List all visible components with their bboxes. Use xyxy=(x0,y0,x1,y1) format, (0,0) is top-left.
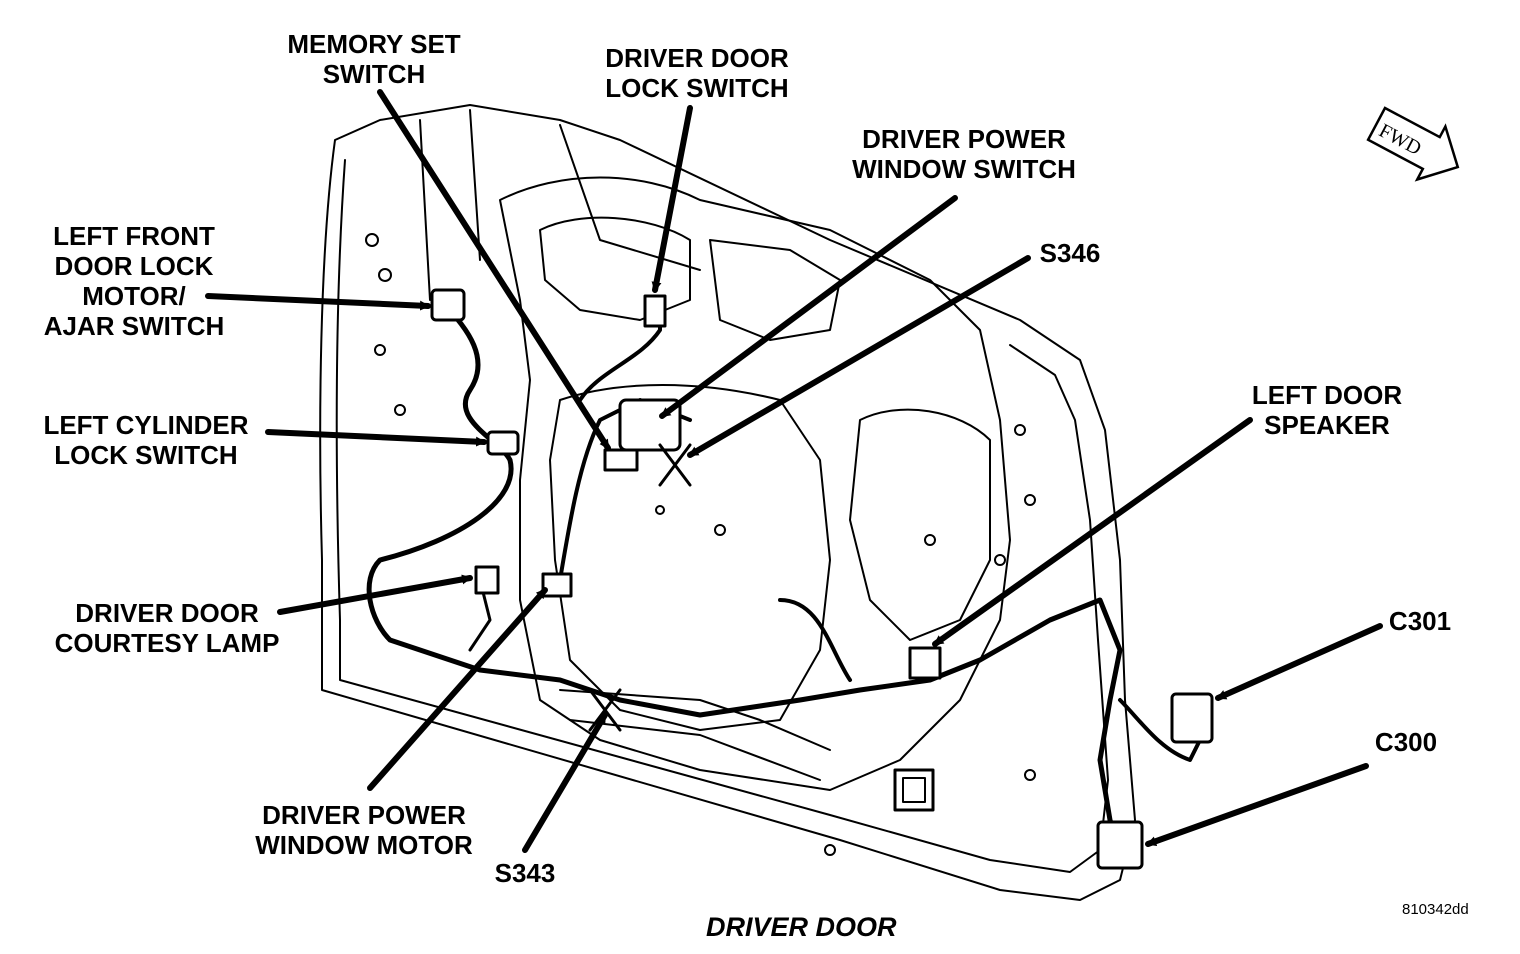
diagram-title: DRIVER DOOR xyxy=(706,912,897,942)
connector-speaker xyxy=(908,646,942,680)
arrow-s346 xyxy=(687,255,1031,458)
harness-main xyxy=(366,297,1123,853)
splice-s343-mark xyxy=(588,688,622,732)
connector-lock-switch xyxy=(643,294,667,328)
label-c301: C301 xyxy=(1388,606,1452,636)
harness-branch-1 xyxy=(558,398,692,582)
connector-lock-motor xyxy=(430,288,466,322)
arrow-left-cylinder-lock-switch xyxy=(265,429,487,447)
harness-branch-4 xyxy=(1118,698,1202,762)
arrow-driver-door-lock-switch xyxy=(651,105,693,293)
door-outer-shell xyxy=(319,104,1136,901)
connector-c301 xyxy=(1170,692,1214,744)
label-c300: C300 xyxy=(1374,727,1438,757)
inner-panel xyxy=(499,176,1011,791)
connector-window-motor xyxy=(541,572,573,598)
arrow-left-door-speaker xyxy=(932,417,1253,647)
arrow-driver-power-window-motor xyxy=(367,587,548,791)
label-s343: S343 xyxy=(494,858,556,888)
speaker-housing xyxy=(893,768,935,812)
panel-contour-1 xyxy=(849,408,991,641)
arrow-left-front-door-lock-motor xyxy=(205,293,431,311)
arrow-c301 xyxy=(1215,623,1383,701)
panel-contour-3 xyxy=(709,239,841,341)
connector-memory-switch xyxy=(603,448,639,472)
connector-courtesy-lamp xyxy=(474,565,500,595)
harness-branch-2 xyxy=(578,298,662,402)
arrow-driver-power-window-switch xyxy=(659,195,958,419)
connector-c300 xyxy=(1096,820,1144,870)
fwd-arrow-icon: FWD xyxy=(1366,106,1460,182)
arrow-driver-door-courtesy-lamp xyxy=(277,574,473,615)
inner-panel-recess xyxy=(549,384,831,731)
arrow-s343 xyxy=(522,712,608,853)
arrow-memory-set-switch xyxy=(377,89,611,451)
splice-s346-mark xyxy=(658,443,692,487)
harness-branch-3 xyxy=(778,598,852,682)
connector-cylinder xyxy=(486,430,520,456)
label-s346: S346 xyxy=(1039,238,1101,268)
figure-id: 810342dd xyxy=(1402,901,1469,918)
door-top-frame xyxy=(419,109,701,301)
door-inner-edge xyxy=(335,159,1109,873)
arrow-c300 xyxy=(1145,763,1369,847)
